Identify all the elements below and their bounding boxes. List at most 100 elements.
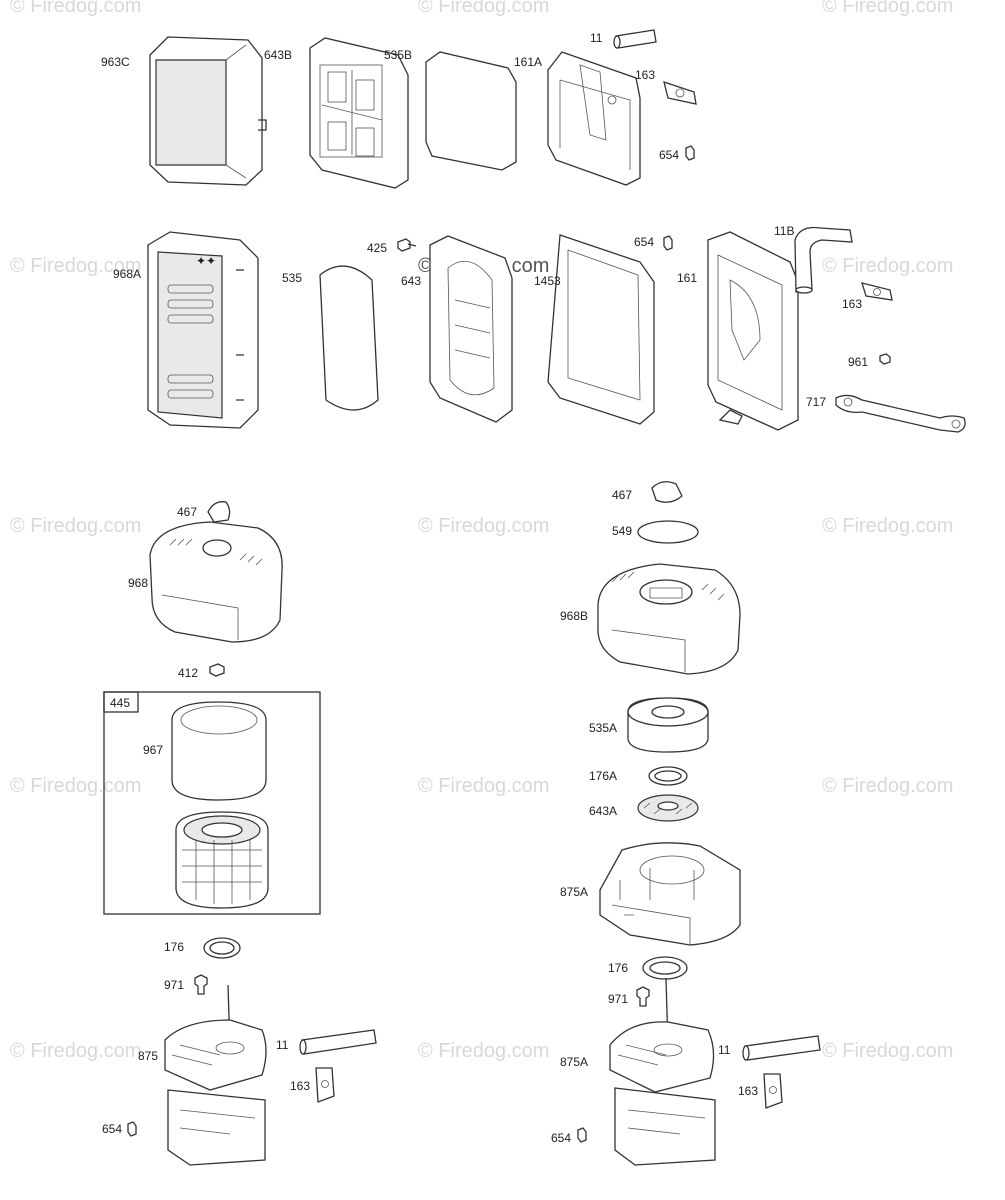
label-11-left: 11 — [276, 1038, 289, 1052]
part-535B-pre-cleaner — [425, 51, 517, 171]
label-961: 961 — [848, 355, 868, 369]
kit-445-frame — [103, 691, 321, 915]
kit-445-tag — [103, 691, 139, 713]
part-963C-cover — [149, 36, 267, 186]
label-425: 425 — [367, 241, 387, 255]
label-161: 161 — [677, 271, 697, 285]
label-643: 643 — [401, 274, 421, 288]
part-163-gasket-right — [763, 1073, 783, 1109]
label-163-mid: 163 — [842, 297, 862, 311]
watermark: © Firedog.com — [10, 255, 141, 277]
part-967-pre-cleaner — [171, 701, 267, 801]
part-161-base — [707, 231, 799, 431]
label-875: 875 — [138, 1049, 158, 1063]
part-654-nut-left — [127, 1121, 137, 1137]
label-643B: 643B — [264, 48, 292, 62]
part-968A-cover-glyph: ✦✦ — [196, 254, 216, 268]
part-643B-filter-element — [309, 37, 409, 189]
label-654-top: 654 — [659, 148, 679, 162]
label-535A: 535A — [589, 721, 617, 735]
part-875-base — [164, 984, 267, 1166]
part-163-gasket-top — [663, 81, 697, 105]
part-163-gasket-left — [315, 1067, 335, 1103]
label-445: 445 — [110, 696, 130, 710]
label-11-top: 11 — [590, 31, 603, 45]
part-654-nut-mid — [663, 235, 673, 251]
label-643A: 643A — [589, 804, 617, 818]
part-1453-gasket — [547, 234, 655, 425]
watermark: © Firedog.com — [418, 0, 549, 17]
part-11-tube-top — [613, 29, 657, 49]
part-163-gasket-mid — [861, 282, 893, 301]
watermark: © Firedog.com — [822, 775, 953, 797]
label-535: 535 — [282, 271, 302, 285]
label-875A-bottom: 875A — [560, 1055, 588, 1069]
label-968A: 968A — [113, 267, 141, 281]
watermark: © Firedog.com — [10, 515, 141, 537]
label-717: 717 — [806, 395, 826, 409]
label-654-right: 654 — [551, 1131, 571, 1145]
part-412-nut — [209, 663, 225, 677]
label-971-left: 971 — [164, 978, 184, 992]
part-535-pre-cleaner — [319, 265, 379, 411]
part-654-nut-top — [685, 145, 695, 161]
part-968B-cover — [597, 563, 741, 675]
label-1453: 1453 — [534, 274, 561, 288]
label-163-left: 163 — [290, 1079, 310, 1093]
watermark: © Firedog.com — [418, 1040, 549, 1062]
watermark: © Firedog.com — [822, 255, 953, 277]
label-875A-mid: 875A — [560, 885, 588, 899]
part-161A-base — [547, 51, 641, 186]
watermark: © Firedog.com — [10, 1040, 141, 1062]
label-11B: 11B — [774, 224, 794, 238]
part-176-ring-left — [203, 937, 241, 959]
label-176-right: 176 — [608, 961, 628, 975]
part-654-nut-right — [577, 1127, 587, 1143]
part-717-bracket — [835, 394, 966, 433]
label-412: 412 — [178, 666, 198, 680]
part-467-wing-nut-right — [651, 481, 683, 503]
part-875A-housing-mid — [599, 842, 741, 946]
label-163-top: 163 — [635, 68, 655, 82]
watermark: © Firedog.com — [418, 775, 549, 797]
watermark: © Firedog.com — [418, 515, 549, 537]
part-filter-cartridge — [175, 811, 269, 909]
part-425-screw — [397, 238, 417, 252]
label-467-left: 467 — [177, 505, 197, 519]
label-654-mid: 654 — [634, 235, 654, 249]
part-643-filter-element — [429, 235, 513, 423]
label-535B: 535B — [384, 48, 412, 62]
label-963C: 963C — [101, 55, 130, 69]
part-971-screw-left — [194, 974, 208, 995]
part-176A-ring — [648, 766, 688, 786]
part-11-tube-right — [742, 1035, 821, 1061]
part-549-washer — [637, 520, 699, 544]
label-654-left: 654 — [102, 1122, 122, 1136]
watermark: © Firedog.com — [822, 515, 953, 537]
label-968: 968 — [128, 576, 148, 590]
part-11B-elbow-tube — [794, 226, 853, 294]
part-643A-screen — [637, 794, 699, 822]
label-971-right: 971 — [608, 992, 628, 1006]
watermark: © Firedog.com — [10, 775, 141, 797]
label-176A: 176A — [589, 769, 617, 783]
label-161A: 161A — [514, 55, 542, 69]
label-549: 549 — [612, 524, 632, 538]
label-11-right: 11 — [718, 1043, 731, 1057]
part-875A-base-bottom — [609, 977, 716, 1166]
watermark: © Firedog.com — [822, 0, 953, 17]
part-968A-cover: ✦✦ — [147, 231, 259, 429]
part-535A-pre-cleaner — [627, 697, 709, 753]
label-163-right: 163 — [738, 1084, 758, 1098]
label-968B: 968B — [560, 609, 588, 623]
watermark: © Firedog.com — [822, 1040, 953, 1062]
part-176-ring-right — [642, 956, 688, 980]
label-467-right: 467 — [612, 488, 632, 502]
watermark: © Firedog.com — [10, 0, 141, 17]
label-967: 967 — [143, 743, 163, 757]
part-968-cover — [149, 521, 283, 643]
part-11-tube-left — [299, 1029, 377, 1055]
part-971-screw-right — [636, 986, 650, 1007]
part-961-screw — [879, 353, 891, 365]
